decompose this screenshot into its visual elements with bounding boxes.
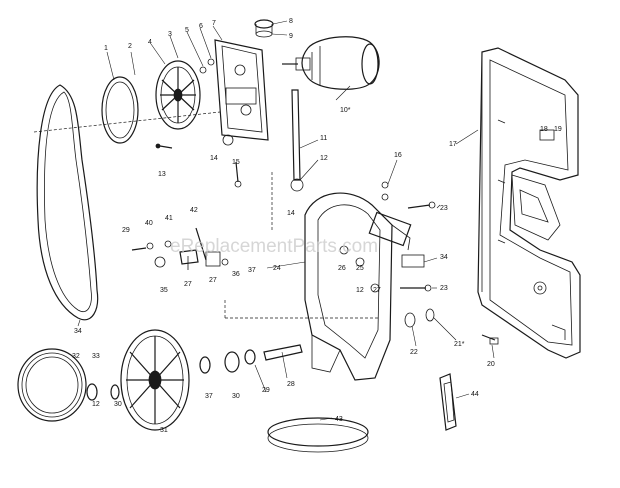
callout-17: 17 bbox=[449, 141, 457, 148]
callout-30-right: 30 bbox=[232, 393, 240, 400]
callout-4: 4 bbox=[148, 39, 152, 46]
callout-12-top: 12 bbox=[320, 155, 328, 162]
callout-24: 24 bbox=[273, 265, 281, 272]
callout-30-left: 30 bbox=[114, 401, 122, 408]
main-frame-housing bbox=[477, 47, 581, 359]
callout-11: 11 bbox=[320, 135, 327, 142]
motor-10 bbox=[282, 36, 380, 90]
arm-casting-24 bbox=[304, 192, 425, 381]
callout-1: 1 bbox=[104, 45, 108, 52]
callout-19: 19 bbox=[554, 126, 562, 133]
callout-33: 33 bbox=[92, 353, 100, 360]
callout-34-right: 34 bbox=[440, 254, 448, 261]
callout-14-mid: 14 bbox=[287, 210, 295, 217]
callout-43: 43 bbox=[335, 416, 343, 423]
callout-29: 29 bbox=[122, 227, 130, 234]
callout-37-lower: 37 bbox=[205, 393, 213, 400]
callout-23-top: 23 bbox=[440, 205, 448, 212]
blade-43 bbox=[267, 417, 369, 453]
callout-8: 8 bbox=[289, 18, 293, 25]
knob-8-9 bbox=[254, 19, 274, 38]
callout-7: 7 bbox=[212, 20, 216, 27]
callout-labels: 1 2 4 3 5 6 7 8 9 10* 11 12 13 14 15 16 … bbox=[72, 18, 562, 434]
callout-13: 13 bbox=[158, 171, 166, 178]
upper-bracket-plate-7 bbox=[199, 39, 269, 141]
alignment-lines bbox=[33, 111, 380, 319]
callout-35: 35 bbox=[160, 287, 168, 294]
callout-12-mid: 12 bbox=[356, 287, 364, 294]
callout-27-mid: 27 bbox=[209, 277, 217, 284]
callout-6: 6 bbox=[199, 23, 203, 30]
callout-34-left: 34 bbox=[74, 328, 82, 335]
callout-28: 28 bbox=[287, 381, 295, 388]
callout-31: 31 bbox=[160, 427, 168, 434]
callout-23-bottom: 23 bbox=[440, 285, 448, 292]
callout-5: 5 bbox=[185, 27, 189, 34]
callout-18: 18 bbox=[540, 126, 548, 133]
leader-lines bbox=[77, 20, 495, 421]
callout-12-bottom: 12 bbox=[92, 401, 100, 408]
callout-29-lower: 29 bbox=[262, 387, 270, 394]
lower-shaft-parts bbox=[86, 344, 303, 401]
drive-belt-34 bbox=[36, 84, 99, 321]
callout-32: 32 bbox=[72, 353, 80, 360]
callout-21: 21* bbox=[454, 341, 465, 348]
callout-22: 22 bbox=[410, 349, 418, 356]
callout-40: 40 bbox=[145, 220, 153, 227]
blade-guide-assembly bbox=[131, 227, 229, 270]
callout-2: 2 bbox=[128, 43, 132, 50]
callout-9: 9 bbox=[289, 33, 293, 40]
callout-15: 15 bbox=[232, 159, 240, 166]
callout-41: 41 bbox=[165, 215, 173, 222]
callout-26: 26 bbox=[338, 265, 346, 272]
callout-27-right: 27 bbox=[373, 287, 381, 294]
blade-guard-44 bbox=[439, 373, 457, 431]
callout-44: 44 bbox=[471, 391, 479, 398]
callout-3: 3 bbox=[168, 31, 172, 38]
callout-20: 20 bbox=[487, 361, 495, 368]
callout-36: 36 bbox=[232, 271, 240, 278]
watermark-text: eReplacementParts.com bbox=[170, 236, 378, 257]
callout-16: 16 bbox=[394, 152, 402, 159]
upper-tire-1 bbox=[101, 76, 139, 144]
tire-32 bbox=[17, 348, 87, 422]
callout-27-left: 27 bbox=[184, 281, 192, 288]
screws-13-14-15 bbox=[155, 134, 242, 188]
callout-42: 42 bbox=[190, 207, 198, 214]
callout-10: 10* bbox=[340, 107, 351, 114]
callout-25: 25 bbox=[356, 265, 364, 272]
lower-wheel-31 bbox=[120, 329, 190, 431]
callout-37-upper: 37 bbox=[248, 267, 256, 274]
arm-hardware bbox=[339, 181, 499, 345]
guide-shaft-11 bbox=[290, 89, 304, 192]
callout-14-top: 14 bbox=[210, 155, 218, 162]
upper-wheel-4 bbox=[155, 60, 201, 130]
